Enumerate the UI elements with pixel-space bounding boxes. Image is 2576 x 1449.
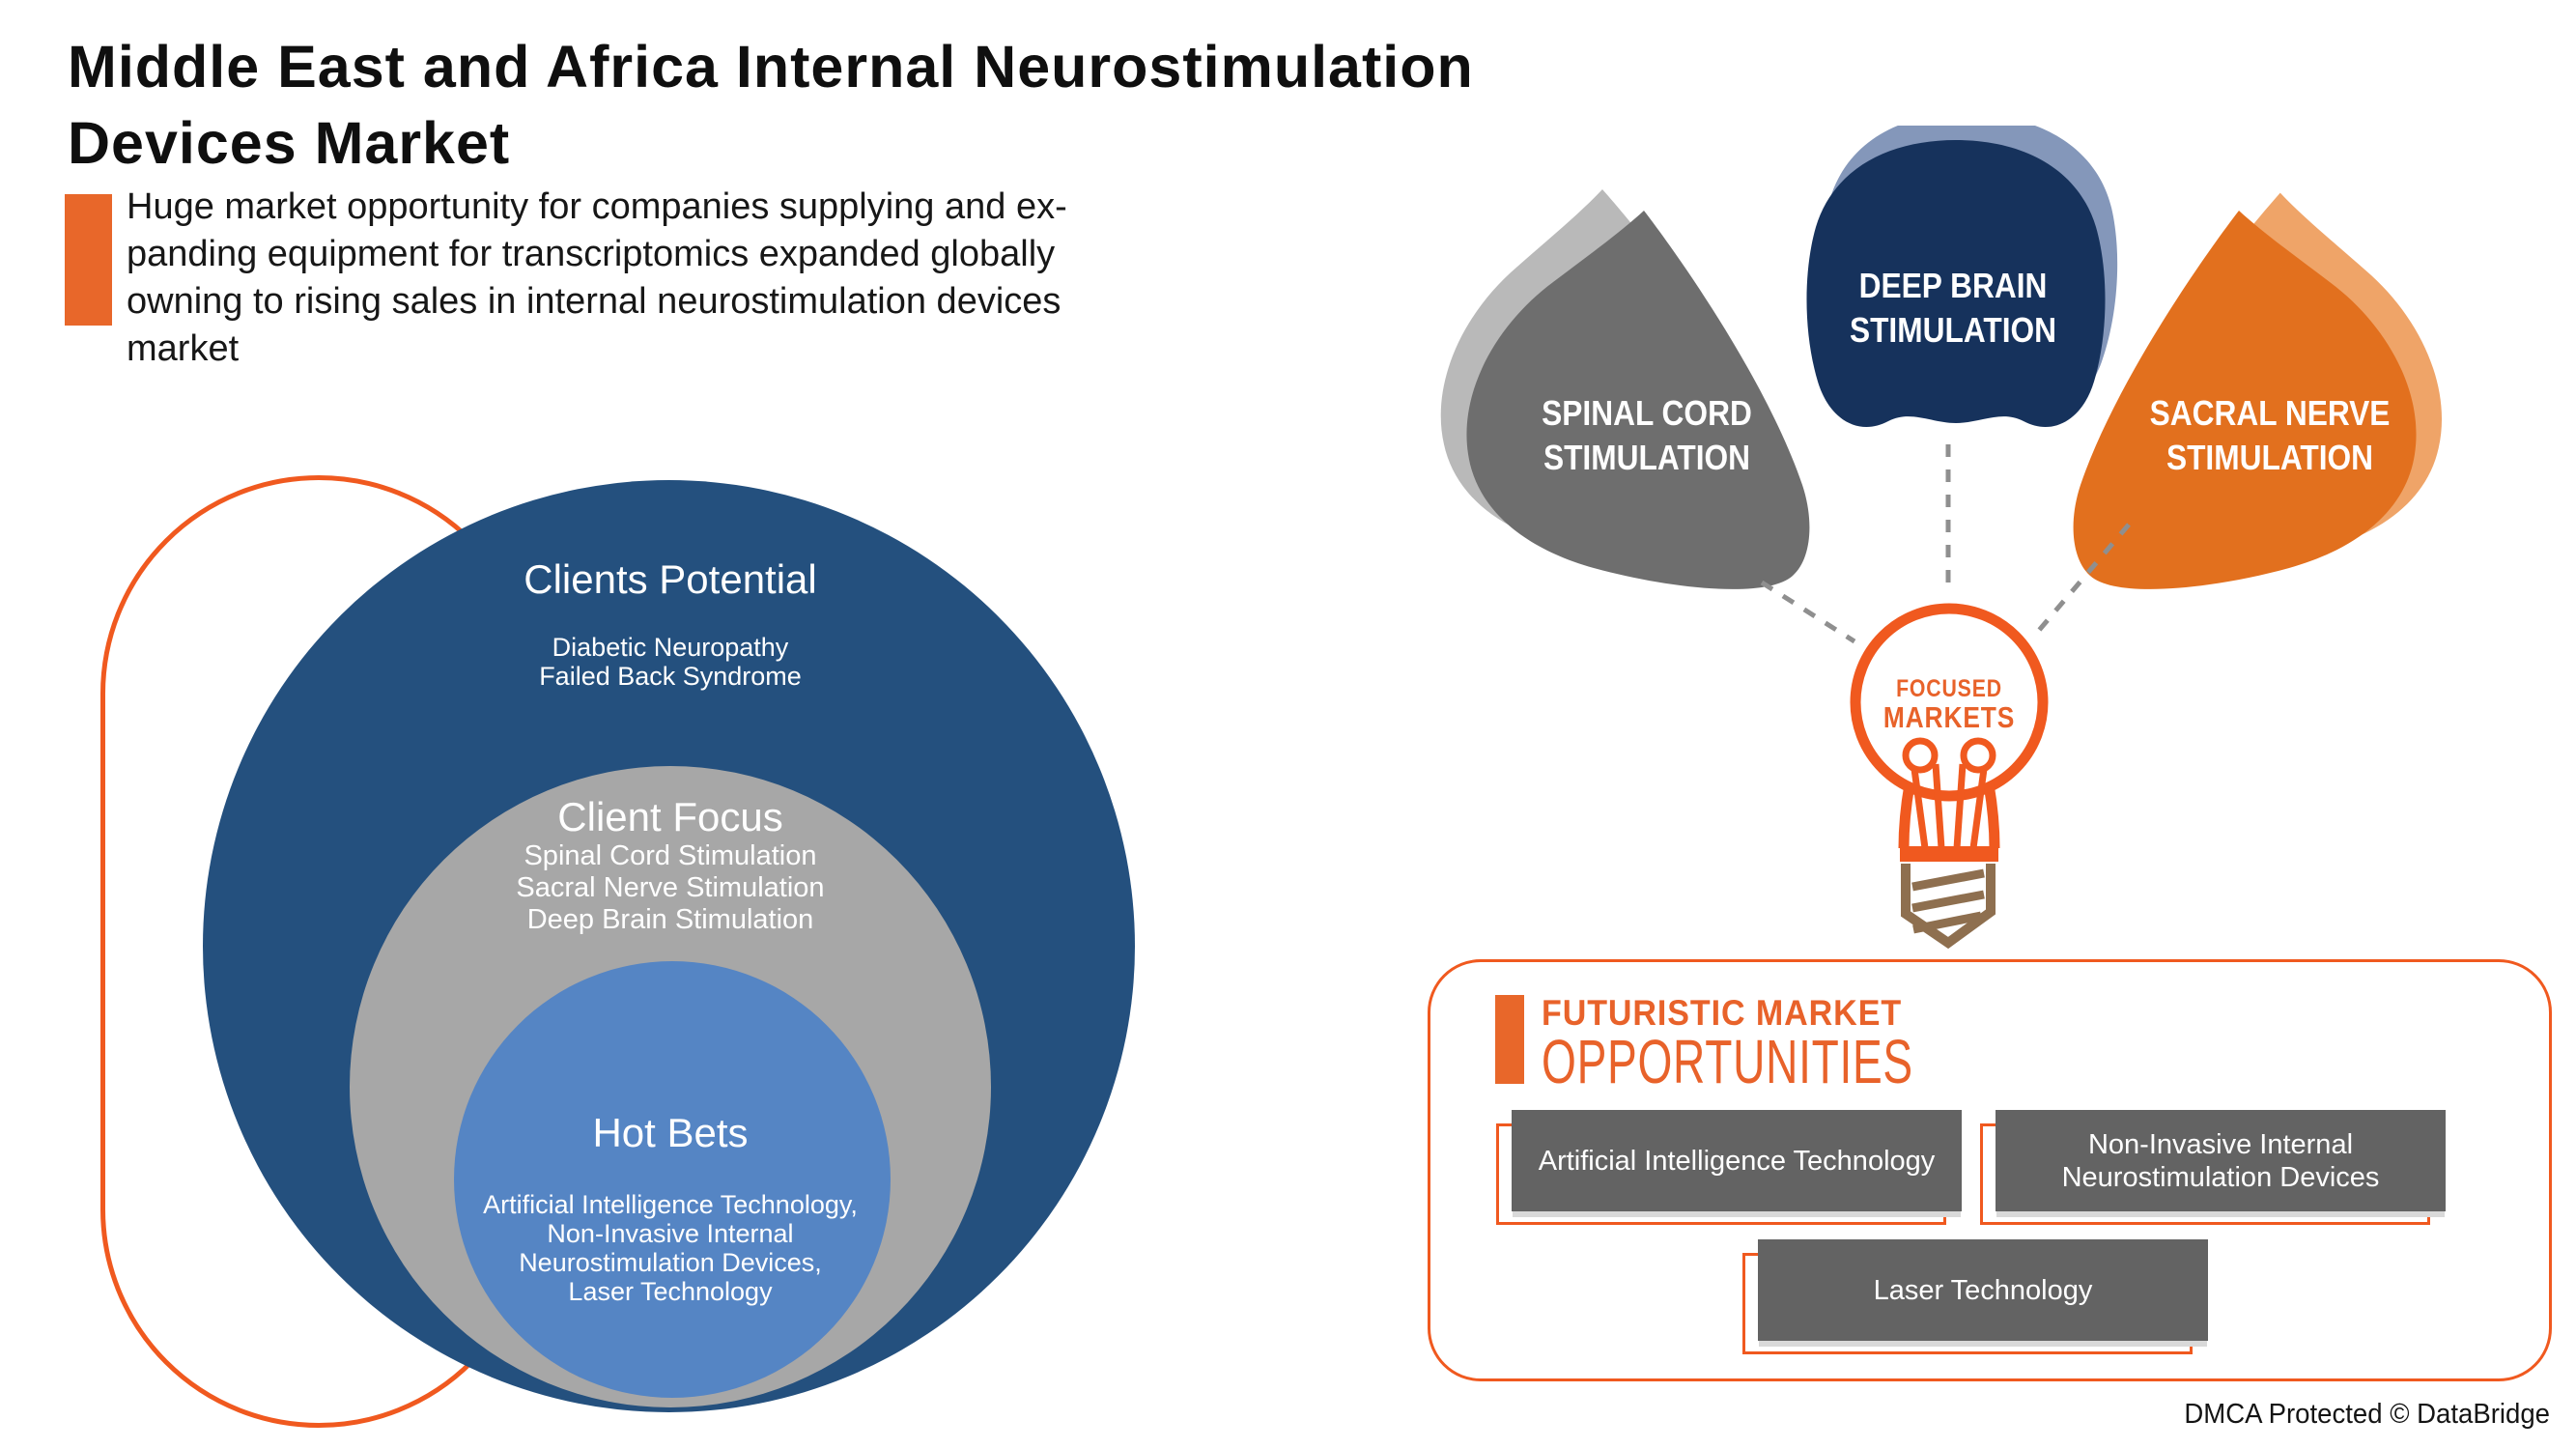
deep-brain-blob <box>1806 140 2106 427</box>
page-title-line1: Middle East and Africa Internal Neurosti… <box>68 34 1474 99</box>
bulb-filament-loop-right <box>1960 737 1996 774</box>
opportunity-box-ai: Artificial Intelligence Technology <box>1512 1110 1962 1211</box>
bulb-neck-left <box>1898 783 1915 849</box>
venn-outer-title: Clients Potential <box>524 556 817 602</box>
focused-markets-label: FOCUSED MARKETS <box>1867 676 2031 733</box>
venn-item: Laser Technology <box>568 1277 773 1306</box>
venn-item: Spinal Cord Stimulation <box>524 840 817 871</box>
venn-item: Sacral Nerve Stimulation <box>516 872 825 903</box>
bulb-glass <box>1850 603 2049 802</box>
label-line: STIMULATION <box>1543 438 1751 477</box>
deep-brain-stimulation-label: DEEP BRAIN STIMULATION <box>1817 264 2089 353</box>
subtitle-line: Huge market opportunity for companies su… <box>127 186 1067 227</box>
opportunity-box-label: Artificial Intelligence Technology <box>1538 1145 1936 1177</box>
bulb-filament-wire <box>1932 763 1945 849</box>
bulb-base <box>1901 864 1996 950</box>
subtitle-line: panding equipment for transcriptomics ex… <box>127 234 1056 274</box>
bulb-base-thread <box>1912 911 1982 934</box>
venn-item: Deep Brain Stimulation <box>526 904 814 935</box>
page-subtitle: Huge market opportunity for companies su… <box>127 184 1067 373</box>
venn-middle-items: Spinal Cord Stimulation Sacral Nerve Sti… <box>381 840 960 936</box>
venn-item: Failed Back Syndrome <box>539 662 802 691</box>
label-line: DEEP BRAIN <box>1858 266 2048 305</box>
venn-outer-items: Diabetic Neuropathy Failed Back Syndrome <box>381 633 960 691</box>
label-line: SPINAL CORD <box>1542 393 1752 433</box>
venn-middle-title: Client Focus <box>557 794 783 839</box>
venn-item: Neurostimulation Devices, <box>519 1248 822 1277</box>
venn-item: Diabetic Neuropathy <box>552 633 789 662</box>
venn-inner-items: Artificial Intelligence Technology, Non-… <box>381 1190 960 1306</box>
label-line: STIMULATION <box>2166 438 2374 477</box>
opportunity-box-noninvasive: Non-Invasive Internal Neurostimulation D… <box>1996 1110 2446 1211</box>
bulb-base-thread <box>1911 890 1985 913</box>
page-title: Middle East and Africa Internal Neurosti… <box>68 29 1474 182</box>
subtitle-line: market <box>127 328 240 369</box>
subtitle-accent-bar <box>65 194 112 326</box>
subtitle-line: owning to rising sales in internal neuro… <box>127 281 1062 322</box>
focused-markets-diagram <box>1440 126 2442 950</box>
venn-item: Non-Invasive Internal <box>547 1219 794 1248</box>
bulb-neck-right <box>1983 783 2000 849</box>
connector-left <box>1760 580 1856 644</box>
label-line: MARKETS <box>1882 700 2016 734</box>
page-title-line2: Devices Market <box>68 110 511 176</box>
bulb-collar <box>1900 846 1998 862</box>
bulb-base-thread <box>1911 868 1985 892</box>
spinal-blob <box>1466 211 1810 589</box>
bulb-filament-wire <box>1911 768 1929 849</box>
spinal-cord-stimulation-label: SPINAL CORD STIMULATION <box>1511 391 1783 480</box>
bulb-filament-wire <box>1953 763 1967 849</box>
opportunity-box-label: Laser Technology <box>1873 1274 2093 1306</box>
panel-heading-line1: FUTURISTIC MARKET <box>1542 993 1903 1033</box>
panel-heading-line2: OPPORTUNITIES <box>1542 1027 1913 1096</box>
label-line: SACRAL NERVE <box>2149 393 2391 433</box>
venn-item: Artificial Intelligence Technology, <box>483 1190 858 1219</box>
label-line: STIMULATION <box>1849 310 2057 350</box>
venn-inner-title: Hot Bets <box>592 1110 749 1155</box>
bulb-filament-loop-left <box>1902 737 1939 774</box>
opportunity-box-laser: Laser Technology <box>1758 1239 2208 1341</box>
sacral-blob <box>2073 211 2417 589</box>
dmca-copyright: DMCA Protected © DataBridge <box>2184 1399 2550 1430</box>
venn-circle-hot-bets <box>454 961 891 1398</box>
panel-heading-accent-bar <box>1495 995 1524 1084</box>
sacral-nerve-stimulation-label: SACRAL NERVE STIMULATION <box>2134 391 2406 480</box>
opportunity-box-label: Non-Invasive Internal Neurostimulation D… <box>2061 1128 2380 1193</box>
label-line: FOCUSED <box>1896 675 2002 702</box>
bulb-filament-wire <box>1969 768 1988 849</box>
